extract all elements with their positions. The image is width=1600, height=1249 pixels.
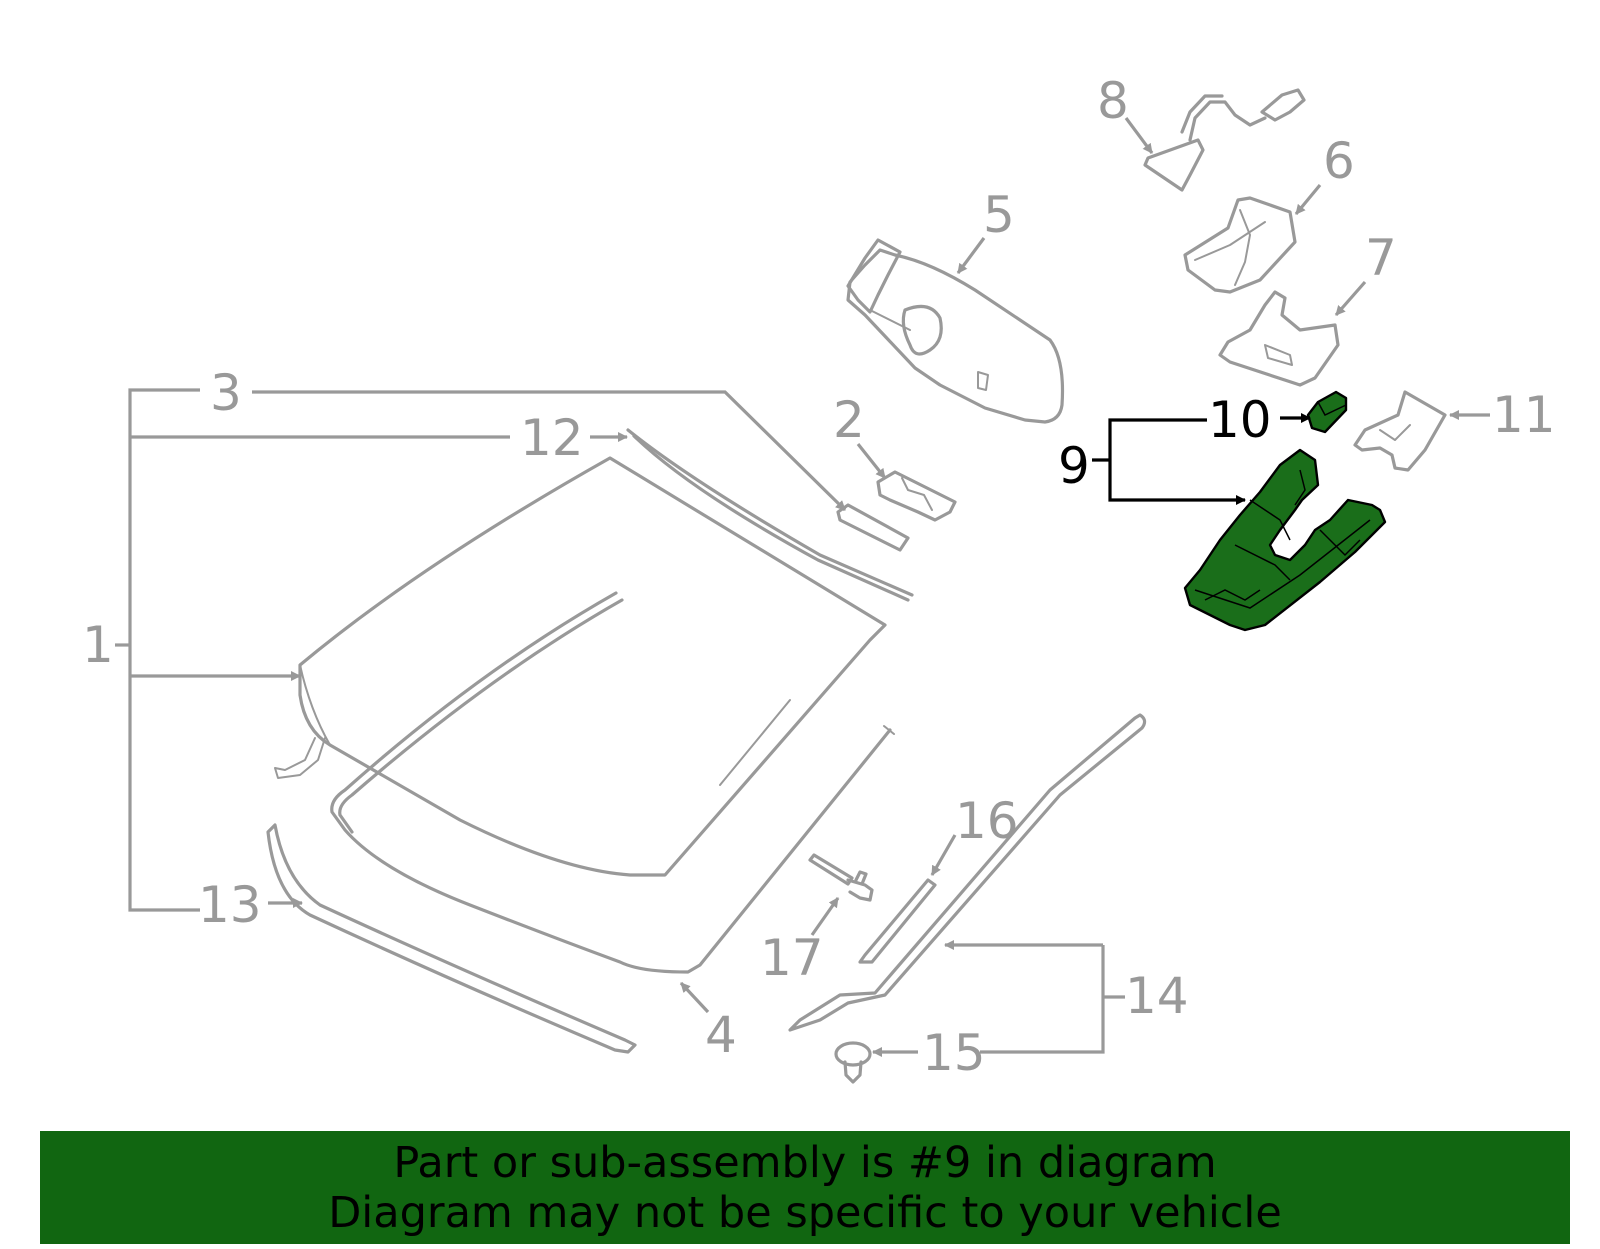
bar-part xyxy=(858,878,937,964)
small-bracket-part xyxy=(876,470,957,522)
callout-3: 3 xyxy=(210,364,242,422)
part-9-highlighted xyxy=(1183,448,1387,632)
lower-molding-part xyxy=(266,823,637,1054)
clip-part xyxy=(834,1041,872,1084)
callout-2: 2 xyxy=(833,391,865,449)
bracket-plate-part xyxy=(1353,390,1447,472)
upper-molding-part xyxy=(626,428,914,602)
banner-line-1: Part or sub-assembly is #9 in diagram xyxy=(393,1137,1217,1188)
callout-10: 10 xyxy=(1208,391,1272,449)
callout-13: 13 xyxy=(198,876,262,934)
callout-labels: 1 2 3 4 5 6 7 8 9 10 11 12 13 14 15 16 1… xyxy=(82,72,1556,1082)
callout-11: 11 xyxy=(1492,386,1556,444)
callout-16: 16 xyxy=(955,792,1019,850)
leader-lines xyxy=(115,117,1490,1057)
callout-15: 15 xyxy=(922,1024,986,1082)
info-banner: Part or sub-assembly is #9 in diagram Di… xyxy=(40,1131,1570,1244)
banner-line-2: Diagram may not be specific to your vehi… xyxy=(328,1187,1282,1238)
callout-6: 6 xyxy=(1323,132,1355,190)
callout-1: 1 xyxy=(82,616,114,674)
camera-housing-part xyxy=(1183,196,1297,294)
side-molding-part xyxy=(788,713,1147,1032)
callout-9: 9 xyxy=(1058,437,1090,495)
part-10-highlighted xyxy=(1306,390,1348,434)
lower-seal-part xyxy=(330,591,895,974)
pad-part xyxy=(836,503,910,552)
rearview-mirror-part xyxy=(846,238,1065,424)
windshield-glass-part xyxy=(274,456,887,877)
callout-17: 17 xyxy=(760,929,824,987)
sensor-part xyxy=(1143,88,1306,192)
callout-5: 5 xyxy=(983,186,1015,244)
callout-4: 4 xyxy=(705,1006,737,1064)
camera-bracket-part xyxy=(1218,290,1340,387)
callout-7: 7 xyxy=(1365,229,1397,287)
callout-8: 8 xyxy=(1097,72,1129,130)
callout-14: 14 xyxy=(1125,967,1189,1025)
bolt-part xyxy=(808,853,874,902)
callout-12: 12 xyxy=(520,409,584,467)
